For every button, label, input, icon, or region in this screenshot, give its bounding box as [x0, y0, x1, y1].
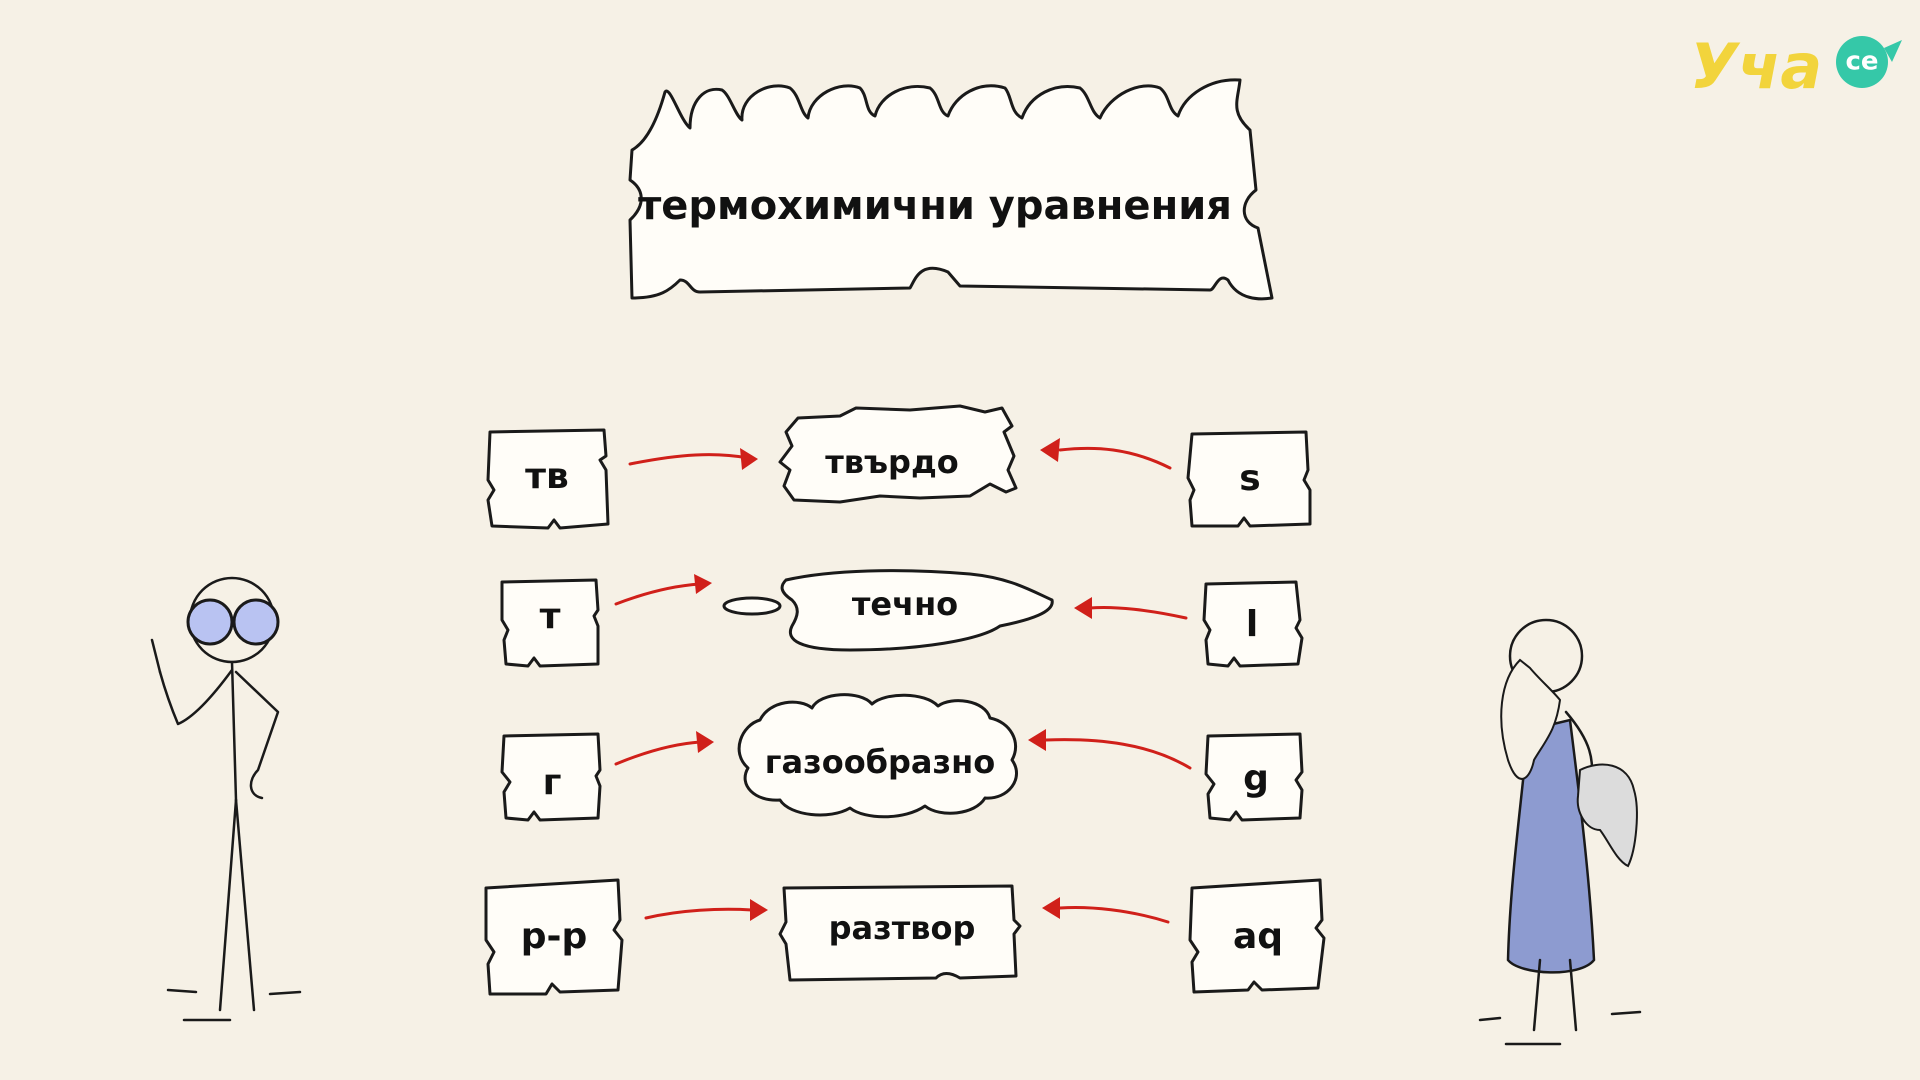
figure-finger [150, 638, 162, 674]
row-gas: г газообразно g [500, 693, 1304, 822]
logo-badge [1836, 36, 1888, 88]
arrow-left [614, 740, 702, 766]
arrowhead-left [750, 899, 768, 921]
arrow-right [1088, 606, 1188, 620]
title-banner: термохимични уравнения [628, 78, 1274, 301]
arrowhead-right [1028, 729, 1046, 751]
arrowhead-left [696, 731, 714, 753]
stick-figure-scientist [150, 576, 302, 1022]
arrowhead-right [1040, 438, 1060, 462]
glasses-right-lens [232, 598, 280, 646]
sage-legs [1532, 958, 1578, 1032]
abbr-bg-label: г [543, 762, 562, 803]
row-liquid: т течно l [500, 569, 1304, 668]
logo-suffix: се [1845, 47, 1878, 77]
page-title: термохимични уравнения [638, 183, 1232, 229]
liquid-droplet [722, 596, 782, 616]
figure-arm-hip [234, 670, 280, 800]
state-label: газообразно [765, 743, 995, 781]
state-label: твърдо [825, 443, 959, 481]
arrow-left [614, 582, 702, 606]
abbr-en-card [1186, 430, 1312, 528]
arrow-right [1044, 738, 1192, 770]
abbr-bg-label: тв [525, 456, 569, 497]
arrow-left [628, 453, 750, 466]
glasses-left-lens [186, 598, 234, 646]
arrowhead-left [694, 574, 712, 594]
arrow-right [1058, 906, 1170, 924]
abbr-bg-card [500, 732, 602, 822]
title-banner-shape [628, 78, 1274, 301]
abbr-en-card [1204, 732, 1304, 822]
state-card [780, 569, 1054, 652]
ucha-se-logo[interactable]: Уча се [1690, 30, 1902, 103]
arrowhead-right [1074, 597, 1092, 619]
abbr-bg-card [484, 878, 624, 996]
state-card [778, 884, 1022, 982]
abbr-en-label: g [1243, 758, 1269, 799]
abbr-bg-label: р-р [521, 916, 587, 957]
abbr-bg-label: т [540, 596, 561, 637]
sage-cloth [1576, 763, 1638, 868]
arrowhead-right [1042, 897, 1060, 919]
figure-leg-right [234, 798, 256, 1012]
arrowhead-left [740, 448, 758, 470]
abbr-en-card [1202, 580, 1304, 668]
stick-figure-sage [1478, 618, 1642, 1046]
ground-marks [166, 988, 302, 1022]
logo-text: Уча [1690, 30, 1822, 103]
abbr-bg-card [500, 578, 600, 668]
abbr-en-label: aq [1233, 916, 1283, 957]
sage-beard [1500, 658, 1562, 780]
row-solid: тв твърдо s [486, 404, 1312, 530]
figure-arm-raised [158, 668, 234, 726]
logo-badge-tip [1884, 40, 1902, 62]
state-card [778, 404, 1018, 504]
ground-marks [1478, 1010, 1642, 1046]
abbr-bg-card [486, 428, 610, 530]
state-card [737, 693, 1018, 819]
arrow-left [644, 907, 754, 920]
abbr-en-label: s [1239, 458, 1260, 499]
state-label: течно [852, 585, 958, 623]
row-solution: р-р разтвор aq [484, 878, 1326, 996]
figure-leg-left [218, 798, 238, 1012]
abbr-en-label: l [1246, 604, 1258, 645]
abbr-en-card [1188, 878, 1326, 994]
arrow-right [1058, 446, 1172, 470]
figure-body [230, 660, 238, 802]
state-label: разтвор [829, 909, 976, 947]
